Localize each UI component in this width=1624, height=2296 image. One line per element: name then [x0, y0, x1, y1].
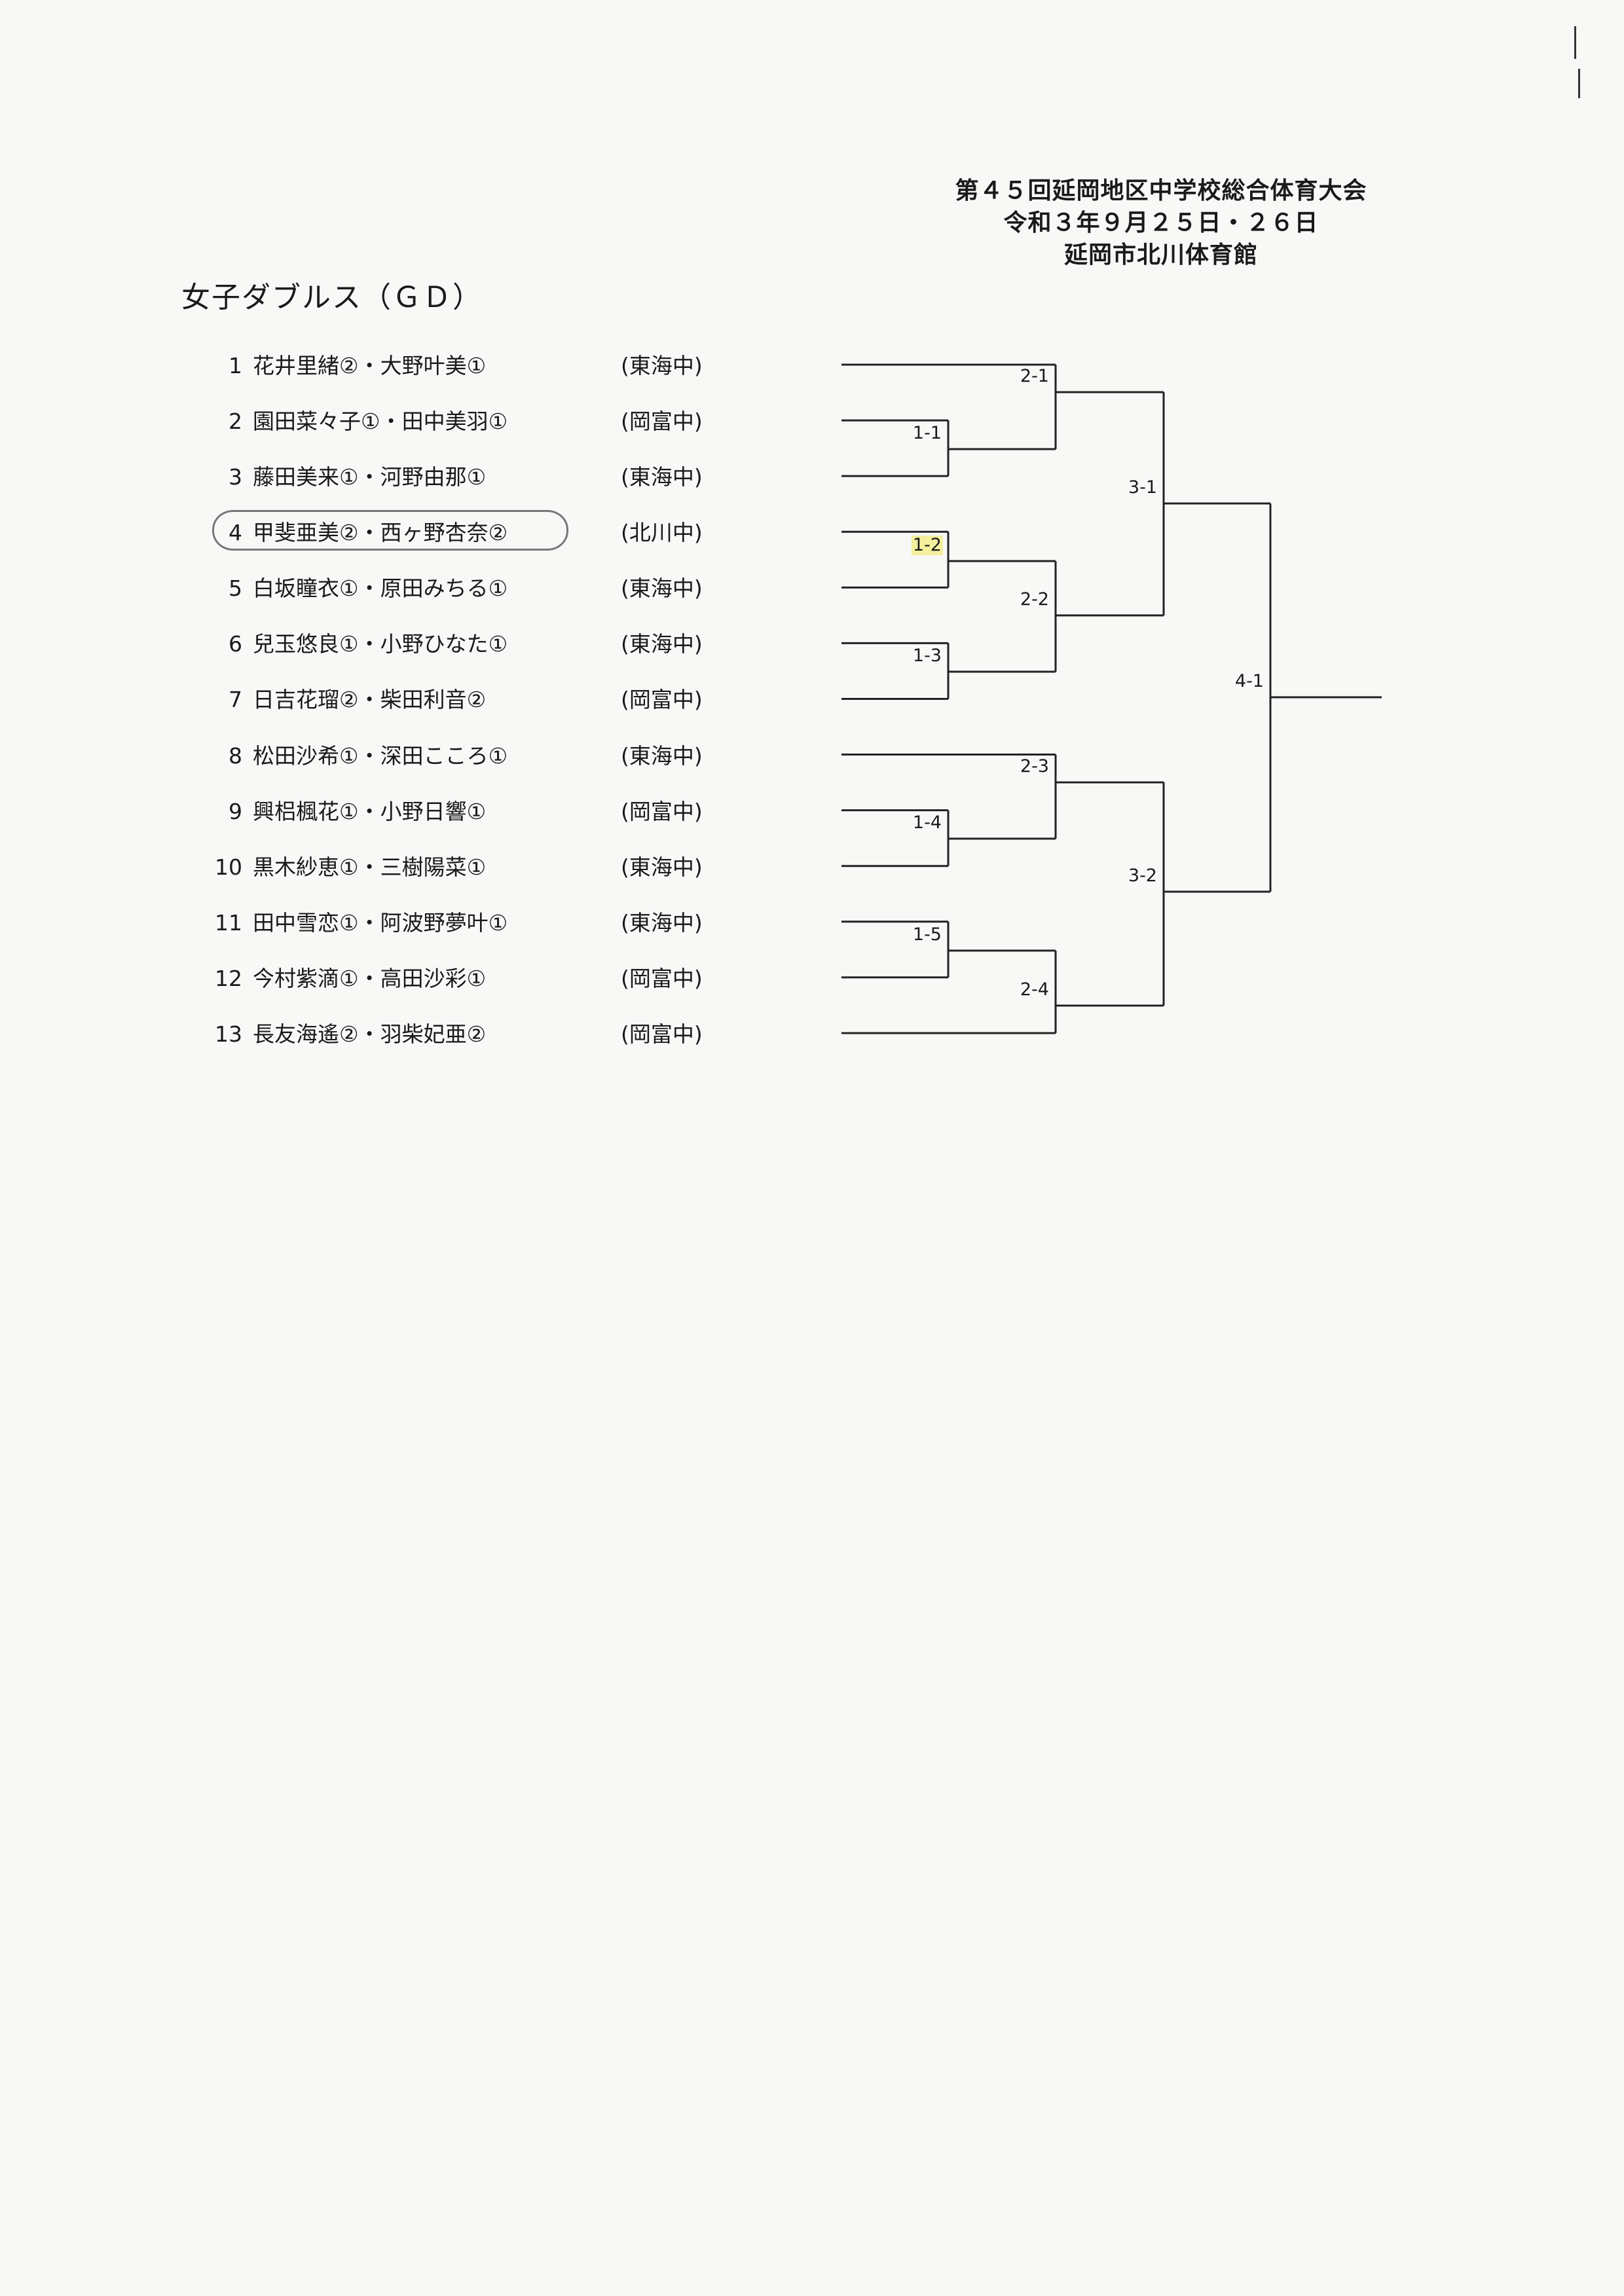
- entry-school: (東海中): [621, 742, 703, 769]
- match-label: 3-1: [1128, 477, 1157, 498]
- entry-row: 11 田中雪恋①・阿波野夢叶① (東海中): [196, 903, 703, 943]
- match-label: 4-1: [1234, 671, 1264, 691]
- entry-number: 12: [215, 965, 242, 991]
- entry-row: 5 白坂瞳衣①・原田みちる① (東海中): [196, 569, 703, 608]
- entry-number: 10: [215, 854, 242, 880]
- match-label: 1-5: [912, 924, 942, 945]
- handwritten-circle: [212, 510, 568, 551]
- entry-row: 8 松田沙希①・深田こころ① (東海中): [196, 737, 703, 776]
- entry-players: 日吉花瑠②・柴田利音②: [253, 687, 487, 713]
- entry-school: (岡富中): [621, 687, 703, 713]
- entry-row: 3 藤田美来①・河野由那① (東海中): [196, 458, 703, 497]
- entry-number: 1: [229, 353, 242, 378]
- entry-row: 13 長友海遙②・羽柴妃亜② (岡富中): [196, 1015, 703, 1054]
- entry-number: 11: [215, 909, 242, 936]
- entry-row: 12 今村紫滴①・高田沙彩① (岡富中): [196, 959, 703, 998]
- entry-row: 1 花井里緒②・大野叶美① (東海中): [196, 346, 703, 386]
- entry-school: (東海中): [621, 464, 703, 490]
- match-label: 2-4: [1020, 979, 1049, 1000]
- entry-school: (岡富中): [621, 965, 703, 991]
- entry-players: 松田沙希①・深田こころ①: [253, 742, 508, 769]
- match-label: 1-1: [912, 423, 942, 443]
- scan-mark: [1574, 26, 1576, 59]
- entry-number: 7: [229, 687, 242, 713]
- entry-players: 花井里緒②・大野叶美①: [253, 353, 487, 378]
- entry-players: 田中雪恋①・阿波野夢叶①: [253, 909, 508, 936]
- entry-number: 5: [229, 575, 242, 602]
- entry-players: 甲斐亜美②・西ヶ野杏奈②: [253, 520, 508, 546]
- entry-row: 9 興梠楓花①・小野日響① (岡富中): [196, 792, 703, 831]
- match-label: 3-2: [1128, 866, 1157, 886]
- entry-number: 9: [229, 798, 242, 824]
- entry-players: 園田菜々子①・田中美羽①: [253, 409, 508, 435]
- entry-school: (東海中): [621, 575, 703, 602]
- match-label: 1-4: [912, 812, 942, 833]
- entry-school: (東海中): [621, 854, 703, 880]
- scan-mark: [1578, 69, 1580, 98]
- entry-row: 10 黒木紗恵①・三樹陽菜① (東海中): [196, 848, 703, 887]
- entry-players: 藤田美来①・河野由那①: [253, 464, 487, 490]
- entry-players: 兒玉悠良①・小野ひなた①: [253, 631, 508, 657]
- entry-players: 今村紫滴①・高田沙彩①: [253, 965, 487, 991]
- page-title: 女子ダブルス（ＧＤ）: [181, 281, 483, 314]
- entry-players: 長友海遙②・羽柴妃亜②: [253, 1021, 487, 1047]
- entry-school: (岡富中): [621, 1021, 703, 1047]
- entry-number: 8: [229, 742, 242, 769]
- entry-school: (岡富中): [621, 798, 703, 824]
- event-dates: 令和３年９月２５日・２６日: [1003, 210, 1319, 236]
- entry-school: (東海中): [621, 631, 703, 657]
- entry-number: 3: [229, 464, 242, 490]
- match-label: 2-2: [1020, 589, 1049, 610]
- match-label: 2-3: [1020, 756, 1049, 776]
- entry-number: 6: [229, 631, 242, 657]
- entry-players: 興梠楓花①・小野日響①: [253, 798, 487, 824]
- entry-row: 2 園田菜々子①・田中美羽① (岡富中): [196, 402, 703, 441]
- entry-school: (北川中): [621, 520, 703, 546]
- entry-row: 6 兒玉悠良①・小野ひなた① (東海中): [196, 625, 703, 664]
- entry-school: (東海中): [621, 909, 703, 936]
- entry-number: 2: [229, 409, 242, 435]
- match-label: 2-1: [1020, 366, 1049, 386]
- event-name: 第４５回延岡地区中学校総合体育大会: [955, 177, 1367, 204]
- match-label: 1-3: [912, 646, 942, 666]
- entry-school: (岡富中): [621, 409, 703, 435]
- entry-school: (東海中): [621, 353, 703, 378]
- entry-row: 7 日吉花瑠②・柴田利音② (岡富中): [196, 680, 703, 720]
- match-label: 1-2: [911, 535, 943, 555]
- event-venue: 延岡市北川体育館: [1063, 242, 1259, 268]
- entry-players: 白坂瞳衣①・原田みちる①: [253, 575, 508, 602]
- entry-players: 黒木紗恵①・三樹陽菜①: [253, 854, 487, 880]
- entry-number: 13: [215, 1021, 242, 1047]
